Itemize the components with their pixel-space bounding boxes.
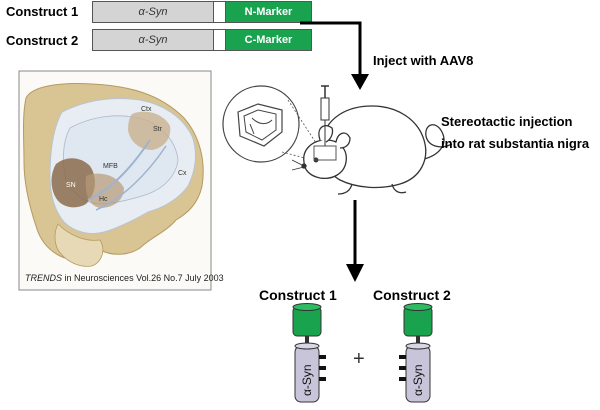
brain-label-hc: Hc <box>99 196 108 203</box>
brain-label-mfb: MFB <box>103 163 118 170</box>
construct-1-spacer <box>214 1 226 23</box>
construct-2-spacer <box>214 29 226 51</box>
construct-1-label: Construct 1 <box>6 4 79 19</box>
outcome-construct-2-label: Construct 2 <box>373 287 451 303</box>
caption-journal: TRENDS <box>25 273 63 283</box>
inject-label: Inject with AAV8 <box>373 53 474 68</box>
brain-image-caption: TRENDS in Neurosciences Vol.26 No.7 July… <box>25 273 224 283</box>
brain-label-str: Str <box>153 126 163 133</box>
rat-illustration <box>291 85 453 195</box>
construct-2-syn-segment: α-Syn <box>92 29 214 51</box>
construct-2-tube <box>399 303 433 403</box>
construct-2-label: Construct 2 <box>6 33 79 48</box>
zoom-inset <box>222 85 321 163</box>
construct-1-bar: α-Syn N-Marker <box>92 1 312 23</box>
brain-section-image: Ctx Str MFB SN Hc Cx <box>18 70 212 291</box>
tube-2-syn-label: α-Syn <box>411 364 425 396</box>
expression-arrow <box>346 200 364 282</box>
construct-1-tube <box>292 303 326 403</box>
construct-2-c-marker: C-Marker <box>226 29 312 51</box>
tube-1-syn-label: α-Syn <box>300 364 314 396</box>
outcome-construct-1-label: Construct 1 <box>259 287 337 303</box>
plus-sign: + <box>353 348 365 370</box>
stereotactic-label: Stereotactic injection into rat substant… <box>441 114 590 151</box>
brain-label-cx: Cx <box>178 170 187 177</box>
caption-details: in Neurosciences Vol.26 No.7 July 2003 <box>64 273 224 283</box>
construct-2-bar: α-Syn C-Marker <box>92 29 312 51</box>
construct-1-n-marker: N-Marker <box>226 1 312 23</box>
brain-label-ctx: Ctx <box>141 106 152 113</box>
construct-1-syn-segment: α-Syn <box>92 1 214 23</box>
inject-arrow <box>300 21 369 90</box>
brain-label-sn: SN <box>66 182 76 189</box>
